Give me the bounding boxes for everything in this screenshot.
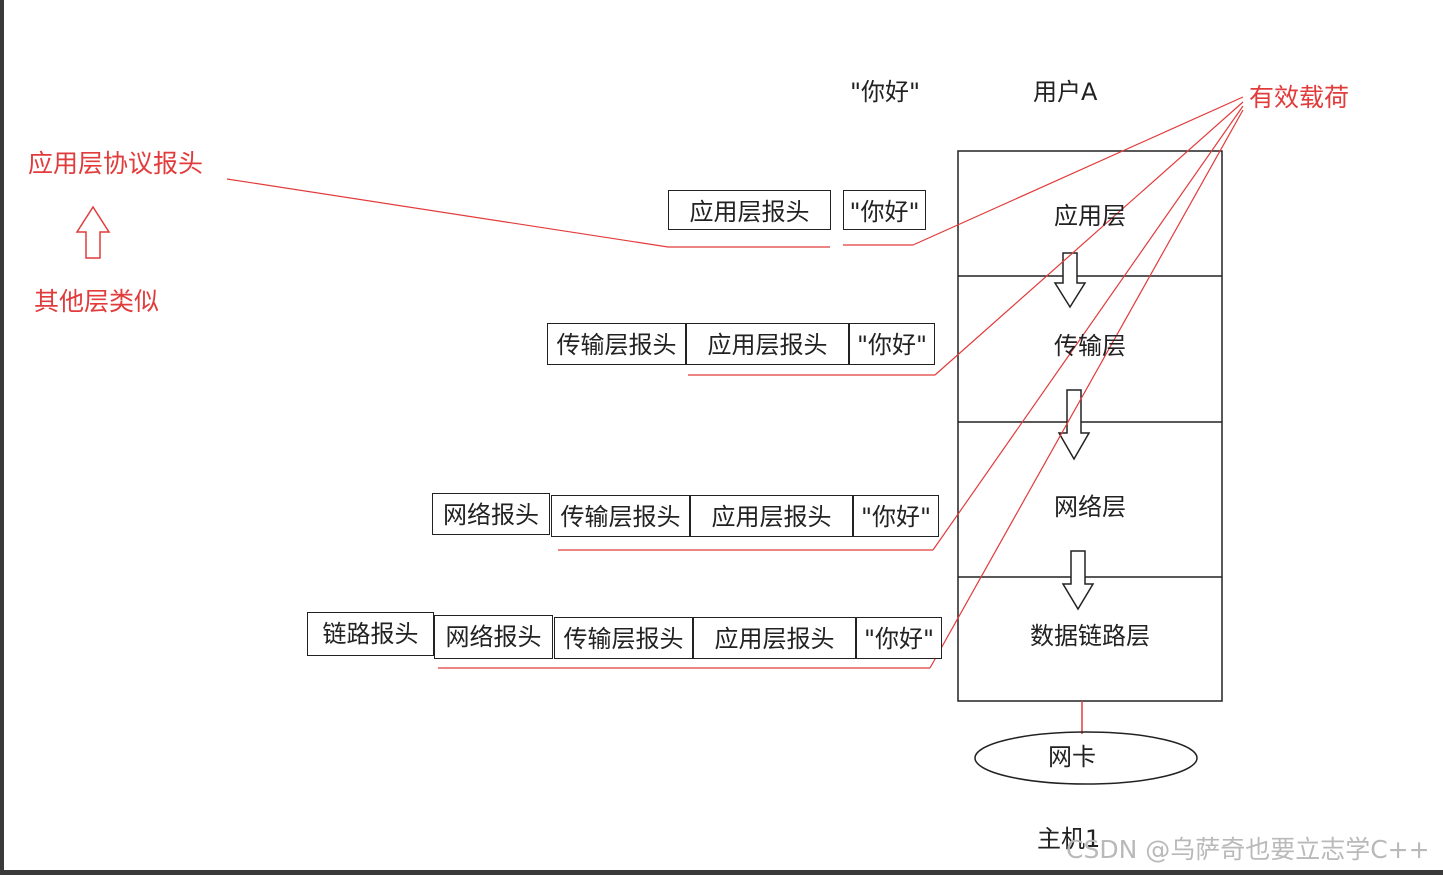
network-header-box: 网络报头 <box>432 493 550 535</box>
payload-line <box>934 101 1244 376</box>
nic-ellipse <box>974 731 1198 785</box>
transport-header-box: 传输层报头 <box>551 495 690 537</box>
window-bottom-edge <box>0 870 1443 875</box>
transport-header-box: 传输层报头 <box>554 617 693 659</box>
app-protocol-header-note: 应用层协议报头 <box>28 149 204 178</box>
watermark: CSDN @乌萨奇也要立志学C++ <box>1066 835 1430 864</box>
payload-box: "你好" <box>853 495 939 537</box>
transport-header-box: 传输层报头 <box>547 323 686 365</box>
payload-box: "你好" <box>856 617 942 659</box>
link-header-box: 链路报头 <box>307 612 434 656</box>
layer-transport: 传输层 <box>1054 332 1126 360</box>
annotation-line <box>226 178 669 248</box>
app-header-box: 应用层报头 <box>686 323 849 365</box>
others-similar-note: 其他层类似 <box>34 287 160 316</box>
layer-network: 网络层 <box>1054 493 1126 521</box>
protocol-stack-box <box>957 150 1223 702</box>
window-left-edge <box>0 0 4 875</box>
user-label: 用户A <box>1033 78 1098 106</box>
payload-line <box>932 105 1244 551</box>
payload-line <box>912 96 1244 246</box>
hello-quote: "你好" <box>850 78 921 106</box>
down-arrow-icon <box>1053 252 1087 309</box>
down-arrow-icon <box>1057 389 1091 461</box>
network-header-box: 网络报头 <box>434 615 553 659</box>
app-header-box: 应用层报头 <box>693 617 856 659</box>
payload-label: 有效载荷 <box>1249 83 1350 112</box>
down-arrow-icon <box>1061 550 1095 611</box>
nic-label: 网卡 <box>1048 743 1096 771</box>
payload-box: "你好" <box>843 190 926 230</box>
layer-datalink: 数据链路层 <box>1030 622 1150 650</box>
payload-box: "你好" <box>849 323 935 365</box>
host-label: 主机1 <box>1037 825 1101 853</box>
app-header-box: 应用层报头 <box>690 495 853 537</box>
payload-line <box>929 109 1244 669</box>
up-arrow-icon <box>75 205 111 259</box>
app-header-box: 应用层报头 <box>668 190 831 230</box>
layer-application: 应用层 <box>1054 202 1126 230</box>
